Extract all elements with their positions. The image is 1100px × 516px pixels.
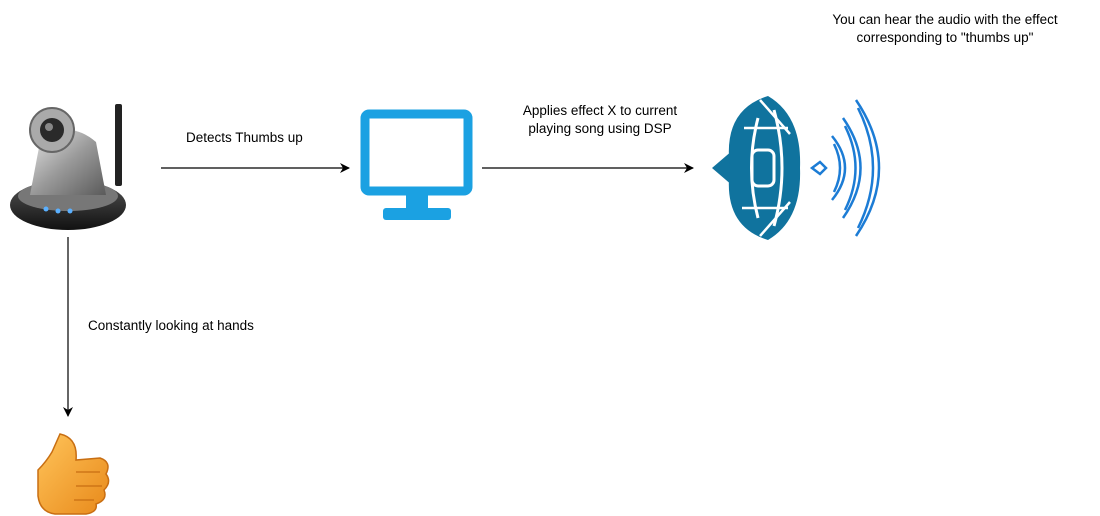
edge-label-detects-thumbs-up: Detects Thumbs up bbox=[186, 130, 303, 145]
monitor-icon bbox=[360, 109, 473, 220]
note-audio-effect: You can hear the audio with the effect c… bbox=[790, 11, 1100, 47]
speaker-icon bbox=[712, 96, 801, 240]
edge-label-line: Applies effect X to current bbox=[522, 103, 678, 118]
thumbs-up-icon bbox=[37, 433, 110, 515]
ip-camera-icon bbox=[10, 104, 126, 230]
sound-waves-icon bbox=[809, 99, 881, 237]
note-line: corresponding to "thumbs up" bbox=[856, 30, 1034, 45]
edge-label-line: playing song using DSP bbox=[528, 121, 672, 136]
note-line: You can hear the audio with the effect bbox=[832, 12, 1058, 27]
edge-label-looking-at-hands: Constantly looking at hands bbox=[88, 318, 254, 333]
edge-label-applies-effect: Applies effect X to current playing song… bbox=[480, 102, 720, 138]
